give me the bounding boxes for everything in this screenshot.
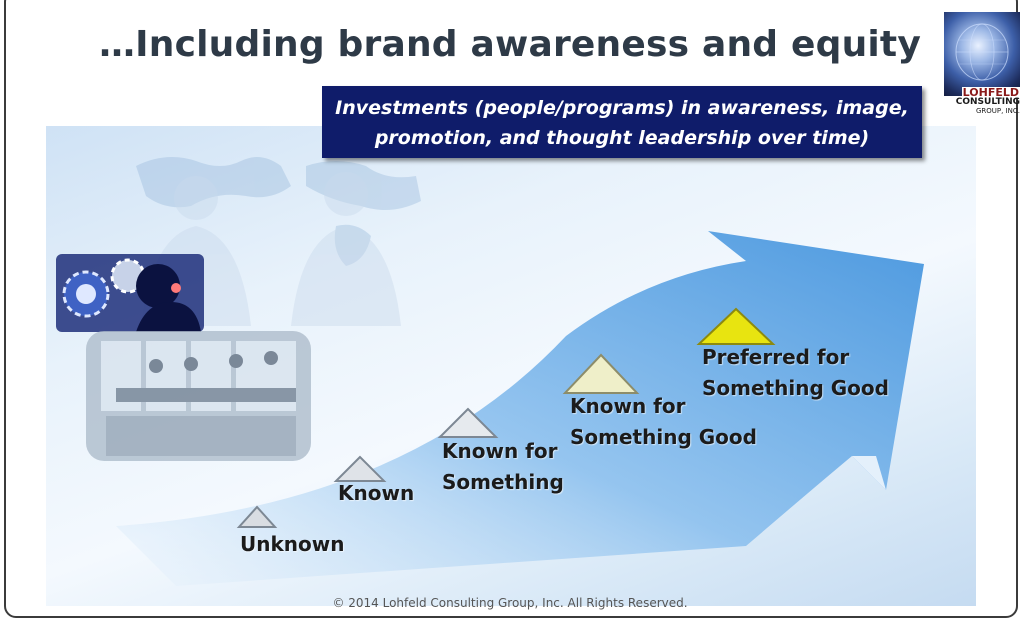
stage-label-known: Known — [338, 481, 415, 505]
investments-banner: Investments (people/programs) in awarene… — [322, 86, 922, 158]
growth-arrow — [116, 231, 924, 586]
stage-label-unknown: Unknown — [240, 532, 345, 556]
triangle-unknown — [236, 505, 278, 528]
copyright-footer: © 2014 Lohfeld Consulting Group, Inc. Al… — [332, 596, 688, 610]
stage-label-known-for-something-good: Known for Something Good — [570, 394, 757, 449]
arrow-notch — [852, 456, 886, 490]
triangle-known — [333, 455, 387, 482]
world-map-graphic — [136, 157, 421, 266]
slide-title: …Including brand awareness and equity — [98, 24, 922, 65]
handshake-silhouette — [141, 172, 401, 326]
stage-markers — [236, 307, 776, 528]
stage-label-preferred: Preferred for Something Good — [702, 345, 889, 400]
meeting-room-photo — [86, 331, 311, 461]
stage-label-known-for-something: Known for Something — [442, 439, 564, 494]
banner-line-2: promotion, and thought leadership over t… — [374, 127, 870, 149]
triangle-known-for-something — [437, 407, 499, 438]
globe-icon — [944, 12, 1020, 96]
logo-text-consulting: CONSULTING — [955, 97, 1020, 107]
company-logo: LOHFELD CONSULTING GROUP, INC. — [944, 12, 1020, 116]
logo-text-lohfeld: LOHFELD — [961, 86, 1020, 99]
triangle-known-for-something-good — [562, 353, 640, 394]
background-illustration — [46, 126, 976, 606]
banner-line-1: Investments (people/programs) in awarene… — [335, 97, 909, 119]
gears-head-graphic — [56, 254, 204, 332]
triangle-preferred — [696, 307, 776, 345]
logo-text-group: GROUP, INC. — [975, 107, 1020, 115]
